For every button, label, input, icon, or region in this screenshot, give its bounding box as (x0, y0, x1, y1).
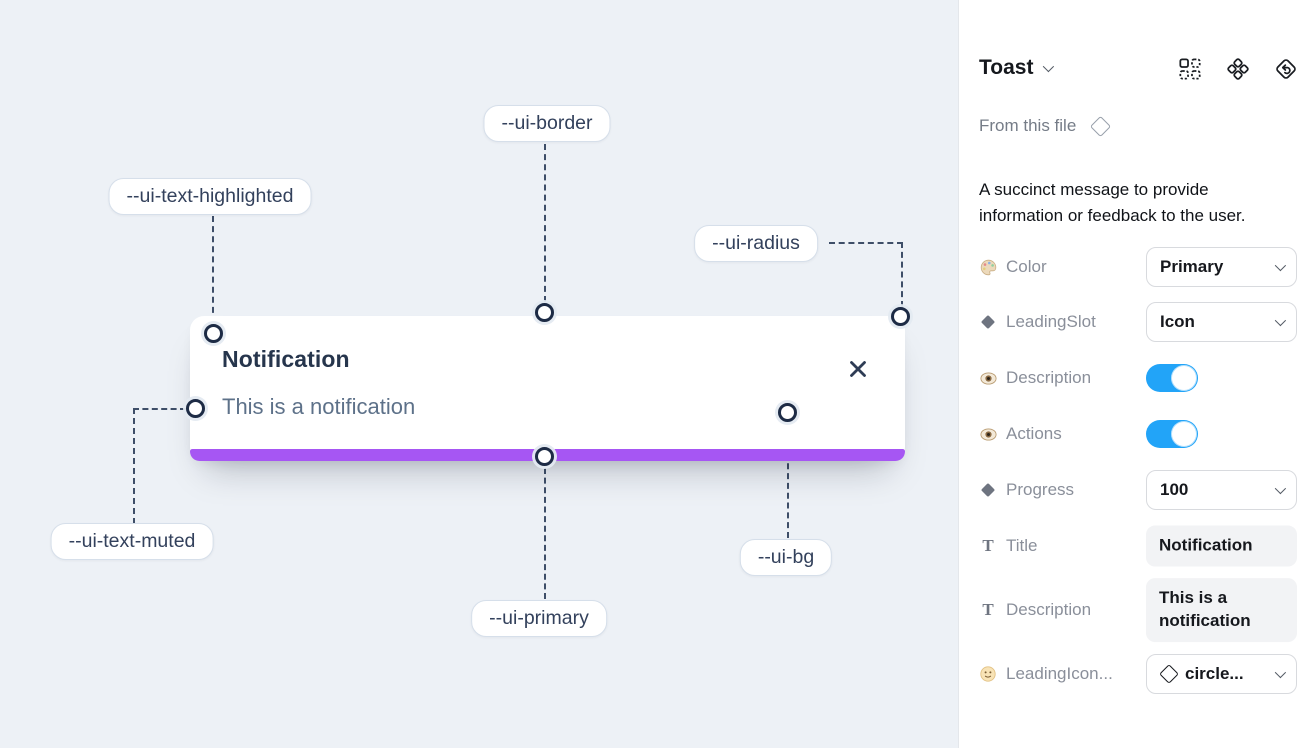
source-label: From this file (979, 116, 1077, 135)
toast-title: Notification (222, 346, 350, 372)
chevron-down-icon (1274, 666, 1287, 679)
prop-label-text: LeadingSlot (1006, 312, 1096, 331)
component-selector[interactable]: Toast (979, 56, 1055, 80)
icon-diamond-glyph (1159, 664, 1179, 684)
connector-line-radius (829, 242, 903, 307)
design-system-link-icon[interactable] (1275, 58, 1297, 80)
palette-icon (979, 258, 997, 276)
close-icon[interactable] (847, 358, 869, 380)
text-icon: T (982, 536, 994, 555)
eye-icon (979, 425, 997, 443)
connector-line-primary (544, 468, 546, 599)
connector-dot-radius (891, 307, 910, 326)
component-name: Toast (979, 56, 1034, 79)
prop-label-text: Description (1006, 368, 1092, 387)
diamond-icon (979, 313, 997, 331)
connector-line-text-muted (133, 408, 186, 524)
text-icon: T (982, 600, 994, 619)
connector-dot-text-highlighted (204, 324, 223, 343)
prop-row-leadingslot: LeadingSlot Icon (959, 302, 1312, 342)
chevron-down-icon (1274, 259, 1287, 272)
css-var-label-border: --ui-border (483, 105, 611, 142)
css-var-label-bg: --ui-bg (739, 539, 833, 576)
css-var-label-text-muted: --ui-text-muted (50, 523, 214, 560)
variants-icon[interactable] (1227, 58, 1249, 80)
design-canvas: Notification This is a notification --ui… (50, 105, 910, 637)
connector-dot-border (535, 303, 554, 322)
eye-icon (979, 369, 997, 387)
description-input[interactable]: This is a notification (1146, 578, 1297, 642)
leadingicon-select[interactable]: circle... (1146, 654, 1297, 694)
connector-line-bg (787, 424, 789, 538)
title-input[interactable]: Notification (1146, 525, 1297, 567)
properties-panel: Toast From this file A succinct message … (958, 0, 1312, 748)
prop-label-text: Title (1006, 536, 1038, 555)
css-var-label-radius: --ui-radius (694, 225, 818, 262)
progress-select[interactable]: 100 (1146, 470, 1297, 510)
connector-line-border (544, 144, 546, 302)
prop-row-description-toggle: Description (959, 358, 1312, 398)
prop-label-text: LeadingIcon... (1006, 664, 1113, 683)
prop-row-progress: Progress 100 (959, 470, 1312, 510)
toast-preview: Notification This is a notification (190, 316, 905, 461)
connector-line-text-highlighted (212, 216, 214, 323)
connector-dot-text-muted (186, 399, 205, 418)
color-select[interactable]: Primary (1146, 247, 1297, 287)
prop-label-text: Color (1006, 257, 1047, 276)
actions-toggle[interactable] (1146, 420, 1198, 448)
smiley-icon (979, 665, 997, 683)
connector-dot-bg (778, 403, 797, 422)
chevron-down-icon (1274, 482, 1287, 495)
prop-label-text: Progress (1006, 480, 1075, 499)
css-var-label-text-highlighted: --ui-text-highlighted (108, 178, 312, 215)
prop-label-text: Actions (1006, 424, 1062, 443)
diamond-icon (979, 481, 997, 499)
chevron-down-icon (1043, 60, 1055, 73)
chevron-down-icon (1274, 314, 1287, 327)
prop-row-color: Color Primary (959, 247, 1312, 287)
description-toggle[interactable] (1146, 364, 1198, 392)
component-diamond-icon (1090, 115, 1112, 137)
prop-row-title: T Title Notification (959, 525, 1312, 567)
leadingslot-select[interactable]: Icon (1146, 302, 1297, 342)
instance-swap-icon[interactable] (1179, 58, 1201, 80)
toast-description: This is a notification (222, 394, 416, 419)
prop-row-description-text: T Description This is a notification (959, 576, 1312, 644)
component-description: A succinct message to provide informatio… (979, 180, 1246, 226)
prop-label-text: Description (1006, 600, 1092, 619)
css-var-label-primary: --ui-primary (471, 600, 607, 637)
connector-dot-primary (535, 447, 554, 466)
prop-row-leadingicon: LeadingIcon... circle... (959, 654, 1312, 694)
prop-row-actions-toggle: Actions (959, 414, 1312, 454)
